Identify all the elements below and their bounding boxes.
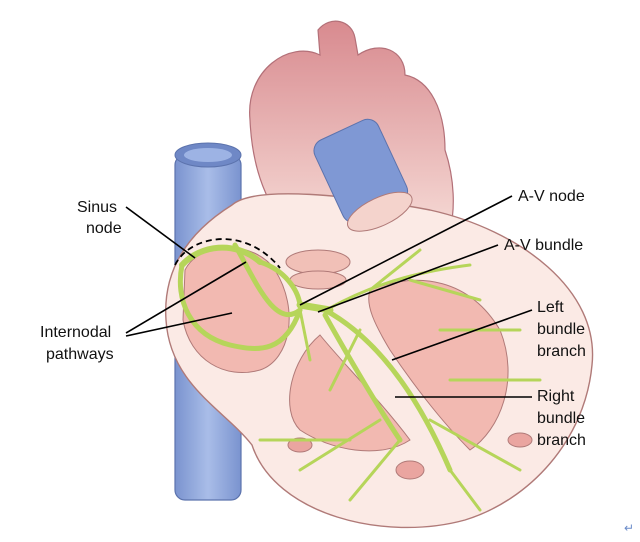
return-mark-icon: ↵ [624, 521, 634, 535]
sinus-node-boundary [174, 238, 281, 269]
label-right-bundle-line1: Right [537, 388, 575, 405]
label-left-bundle-line1: Left [537, 299, 564, 316]
label-av-node: A-V node [518, 188, 585, 205]
valves [285, 249, 351, 290]
label-internodal-line1: Internodal [40, 324, 111, 341]
label-left-bundle-line3: branch [537, 343, 586, 360]
label-av-bundle: A-V bundle [504, 237, 583, 254]
pulmonary-artery [313, 118, 413, 232]
label-sinus-node-line2: node [86, 220, 122, 237]
label-left-bundle-line2: bundle [537, 321, 585, 338]
leader-lines [125, 195, 533, 398]
label-right-bundle-line3: branch [537, 432, 586, 449]
label-internodal-line2: pathways [46, 346, 114, 363]
conduction-system [177, 242, 542, 512]
label-right-bundle-line2: bundle [537, 410, 585, 427]
left-ventricle [368, 279, 509, 451]
label-sinus-node-line1: Sinus [77, 199, 117, 216]
